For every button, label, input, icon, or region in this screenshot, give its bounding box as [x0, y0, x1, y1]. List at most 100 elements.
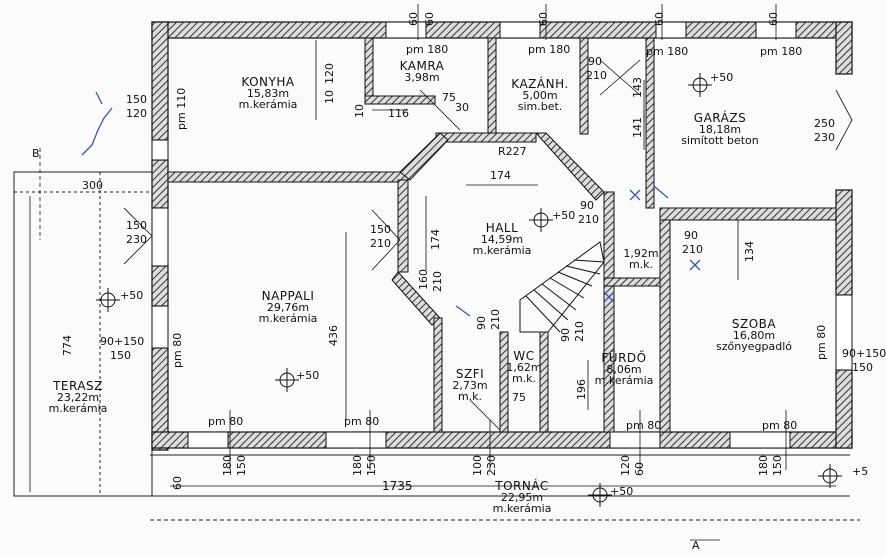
dim-label: 150	[771, 455, 784, 476]
room-floor: m.kerámia	[258, 312, 318, 325]
dim-label: 60	[407, 12, 420, 26]
level-markers	[96, 73, 842, 507]
dim-label: 160	[417, 269, 430, 290]
dim-label: 230	[485, 455, 498, 476]
dim-label: 250	[814, 117, 835, 130]
dim-label: pm 180	[406, 43, 449, 56]
level-label: +50	[710, 71, 734, 84]
room-name: FÜRDŐ	[601, 351, 647, 365]
dim-label: 210	[431, 271, 444, 292]
room-name: HALL	[485, 221, 519, 235]
terrace-outline	[13, 171, 860, 521]
dim-label: 60	[537, 12, 550, 26]
room-floor: m.kerámia	[238, 98, 298, 111]
dim-label: 120	[126, 107, 147, 120]
interior-walls	[167, 37, 837, 433]
room-floor: simított beton	[681, 134, 759, 147]
room-szfi: SZFI 2,73m m.k.	[452, 368, 487, 402]
room-area: 18,18m	[698, 123, 742, 136]
room-area: 2,73m	[452, 379, 488, 392]
room-name: GARÁZS	[693, 111, 747, 125]
dim-label: 90	[559, 328, 572, 342]
room-area: 1,62m	[506, 361, 542, 374]
dim-label: pm 180	[760, 45, 803, 58]
dim-label: 436	[327, 325, 340, 346]
dim-label: 174	[490, 169, 511, 182]
room-terasz: TERASZ 23,22m m.kerámia	[49, 380, 108, 414]
dim-label: 210	[573, 321, 586, 342]
room-area: 16,80m	[732, 329, 776, 342]
room-name: KAMRA	[399, 59, 445, 73]
dim-label: 60	[171, 476, 184, 490]
dim-label: 60	[423, 12, 436, 26]
dim-label: pm 80	[626, 419, 662, 432]
dim-label: 90	[580, 199, 594, 212]
dim-label: 90	[475, 316, 488, 330]
dim-label: pm 80	[208, 415, 244, 428]
room-nappali: NAPPALI 29,76m m.kerámia	[259, 290, 318, 324]
room-floor: m.kerámia	[48, 402, 108, 415]
room-area: 15,83m	[246, 87, 290, 100]
level-label: +50	[296, 369, 320, 382]
windows	[151, 21, 853, 449]
dim-label: 150	[852, 361, 873, 374]
room-floor: m.kerámia	[472, 244, 532, 257]
dim-label: pm 80	[815, 324, 828, 360]
dim-label: 180	[221, 455, 234, 476]
room-area: 14,59m	[480, 233, 524, 246]
dimension-lines	[29, 4, 836, 541]
dim-label: 30	[455, 101, 469, 114]
dim-label: 141	[631, 117, 644, 138]
dim-label: 75	[512, 391, 526, 404]
dim-label: 230	[814, 131, 835, 144]
room-konyha: KONYHA 15,83m m.kerámia	[239, 76, 298, 110]
room-floor: m.kerámia	[492, 502, 552, 515]
dim-label: 230	[126, 233, 147, 246]
dim-label: 210	[682, 243, 703, 256]
dim-label: 134	[743, 241, 756, 262]
dim-label: pm 110	[175, 87, 188, 130]
dim-label: 210	[578, 213, 599, 226]
door-swings	[123, 59, 853, 431]
dim-label: 196	[575, 379, 588, 400]
dim-label: 174	[429, 229, 442, 250]
staircase	[519, 241, 605, 333]
room-area: 8,06m	[606, 363, 642, 376]
room-name: KONYHA	[241, 75, 295, 89]
dim-label: 180	[351, 455, 364, 476]
room-name: SZFI	[455, 367, 485, 381]
room-tornac: TORNÁC 22,95m m.kerámia	[493, 480, 552, 514]
room-name: SZOBA	[731, 317, 777, 331]
dim-label: 210	[370, 237, 391, 250]
dim-label: 90	[684, 229, 698, 242]
dim-label: R227	[498, 145, 527, 158]
room-name: NAPPALI	[261, 289, 315, 303]
dim-label: pm 180	[646, 45, 689, 58]
room-floor: m.k.	[628, 258, 654, 271]
dim-label: 90+150	[100, 335, 145, 348]
room-floor: szőnyegpadló	[716, 340, 792, 353]
dim-label: 180	[757, 455, 770, 476]
dim-label: 75	[442, 91, 456, 104]
room-szoba: SZOBA 16,80m szőnyegpadló	[716, 318, 792, 352]
dim-label: 210	[489, 309, 502, 330]
dim-label: 300	[82, 179, 103, 192]
section-marker: B	[32, 147, 40, 160]
dim-label: 90	[588, 55, 602, 68]
room-floor: sim.bet.	[517, 100, 563, 113]
room-name: KAZÁNH.	[511, 77, 569, 91]
dim-label: pm 80	[762, 419, 798, 432]
dim-label: 100	[471, 455, 484, 476]
room-area: 23,22m	[56, 391, 100, 404]
room-floor: m.k.	[457, 390, 483, 403]
dim-label: 120	[619, 455, 632, 476]
dim-label: 774	[61, 335, 74, 356]
level-label: +5	[852, 465, 869, 478]
room-wc: WC 1,62m m.k.	[506, 350, 541, 384]
dim-label: 150	[110, 349, 131, 362]
room-kisszoba: 1,92m m.k.	[623, 248, 658, 270]
dim-label: pm 80	[344, 415, 380, 428]
dim-label: 60	[767, 12, 780, 26]
level-label: +50	[610, 485, 634, 498]
room-floor: m.k.	[511, 372, 537, 385]
